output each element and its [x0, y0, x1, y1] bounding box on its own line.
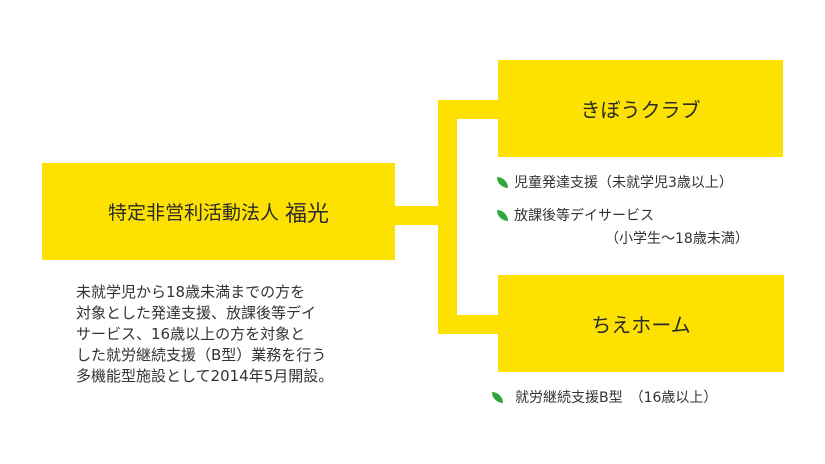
connector-vertical: [438, 100, 457, 334]
service-item: 児童発達支援（未就学児3歳以上）: [497, 172, 733, 192]
org-name-strong: 福光: [285, 201, 330, 227]
service-label: 児童発達支援（未就学児3歳以上）: [514, 175, 733, 191]
description-line: 未就学児から18歳未満までの方を: [76, 283, 306, 301]
service-item: 就労継続支援B型 （16歳以上）: [492, 387, 717, 407]
service-label: 就労継続支援B型 （16歳以上）: [515, 390, 718, 406]
facility-box-chie-home: ちえホーム: [498, 275, 784, 372]
description-line: 多機能型施設として2014年5月開設。: [76, 367, 334, 385]
facility-box-kibou-club: きぼうクラブ: [498, 60, 783, 157]
leaf-icon: [497, 210, 508, 221]
connector-main: [395, 206, 440, 225]
org-description: 未就学児から18歳未満までの方を 対象とした発達支援、放課後等デイ サービス、1…: [76, 282, 376, 387]
leaf-icon: [492, 392, 503, 403]
facility-name: ちえホーム: [591, 313, 691, 337]
connector-bottom: [438, 315, 500, 334]
service-label: 放課後等デイサービス: [514, 208, 654, 224]
service-item: 放課後等デイサービス: [497, 205, 654, 225]
service-note: （小学生～18歳未満）: [605, 231, 749, 247]
description-line: した就労継続支援（B型）業務を行う: [76, 346, 327, 364]
leaf-icon: [497, 177, 508, 188]
org-name: 特定非営利活動法人: [107, 202, 279, 224]
facility-name: きぼうクラブ: [580, 98, 701, 122]
org-box: 特定非営利活動法人 福光: [42, 163, 395, 260]
connector-top: [438, 100, 500, 119]
description-line: 対象とした発達支援、放課後等デイ: [76, 304, 317, 322]
description-line: サービス、16歳以上の方を対象と: [76, 325, 306, 343]
